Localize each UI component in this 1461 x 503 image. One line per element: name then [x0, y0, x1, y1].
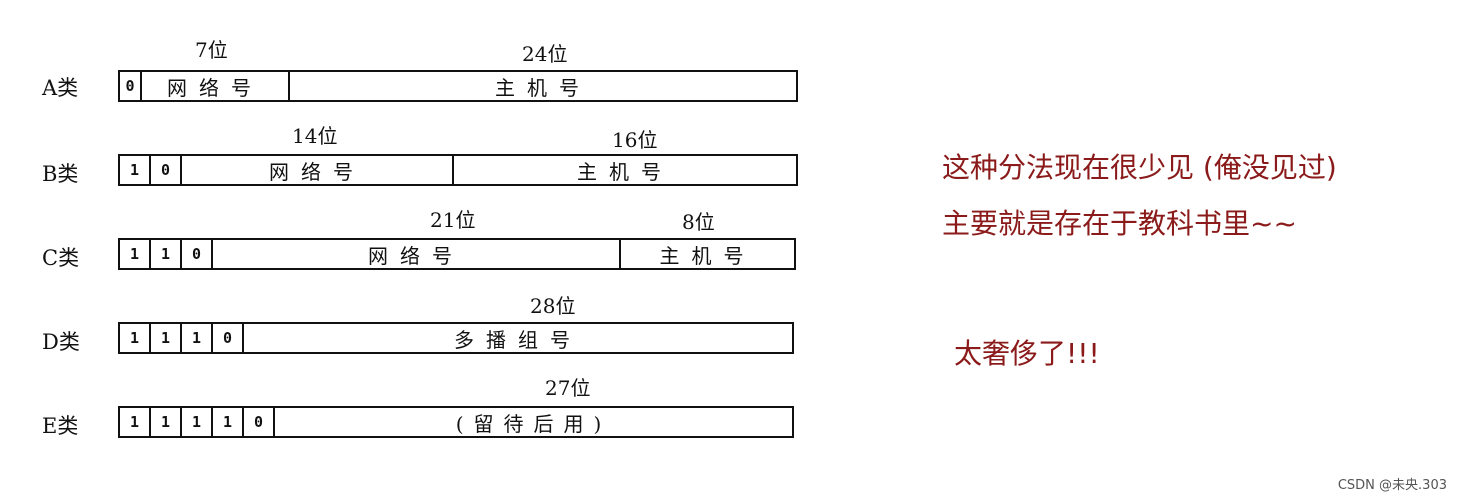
prefix-bit: 1	[151, 324, 182, 352]
class-d-label: D类	[42, 330, 80, 354]
prefix-bit: 0	[151, 156, 182, 184]
note-line-1: 这种分法现在很少见 (俺没见过)	[942, 151, 1337, 184]
class-c-label: C类	[42, 246, 80, 270]
class-e-label: E类	[42, 414, 79, 438]
prefix-bit: 1	[120, 156, 151, 184]
class-b-bar: 1 0 网络号 主机号	[118, 154, 798, 186]
host-field: 主机号	[577, 159, 673, 184]
prefix-bit: 1	[151, 240, 182, 268]
prefix-bit: 1	[213, 408, 244, 436]
host-field: 主机号	[659, 243, 756, 268]
ip-address-class-diagram: 7位 24位 A类 0 网络号 主机号 14位 16位 B类 1 0 网络号 主…	[0, 34, 900, 450]
class-a-host-bits-label: 24位	[522, 42, 568, 66]
class-b-host-bits-label: 16位	[612, 128, 658, 152]
reserved-field: (留待后用)	[455, 411, 612, 436]
prefix-bit: 0	[182, 240, 213, 268]
prefix-bit: 1	[120, 240, 151, 268]
network-field: 网络号	[182, 156, 454, 184]
class-c-bar: 1 1 0 网络号 主机号	[118, 238, 796, 270]
note-line-3: 太奢侈了!!!	[954, 337, 1100, 370]
class-b-network-bits-label: 14位	[292, 124, 338, 148]
prefix-bit: 1	[120, 408, 151, 436]
network-field: 网络号	[213, 240, 621, 268]
class-c-network-bits-label: 21位	[430, 208, 476, 232]
class-b-row: 14位 16位 B类 1 0 网络号 主机号	[0, 118, 900, 198]
class-b-label: B类	[42, 162, 79, 186]
prefix-bit: 1	[182, 408, 213, 436]
prefix-bit: 1	[120, 324, 151, 352]
class-e-bar: 1 1 1 1 0 (留待后用)	[118, 406, 794, 438]
prefix-bit: 0	[244, 408, 275, 436]
prefix-bit: 1	[182, 324, 213, 352]
class-a-network-bits-label: 7位	[195, 38, 228, 62]
prefix-bit: 1	[151, 408, 182, 436]
class-d-bar: 1 1 1 0 多播组号	[118, 322, 794, 354]
class-e-bits-label: 27位	[545, 376, 591, 400]
watermark: CSDN @未央.303	[1337, 478, 1447, 493]
class-d-row: 28位 D类 1 1 1 0 多播组号	[0, 286, 900, 366]
class-d-bits-label: 28位	[530, 294, 576, 318]
multicast-group-field: 多播组号	[454, 327, 582, 352]
network-field: 网络号	[142, 72, 290, 100]
class-e-row: 27位 E类 1 1 1 1 0 (留待后用)	[0, 370, 900, 450]
class-c-host-bits-label: 8位	[682, 210, 715, 234]
note-line-2: 主要就是存在于教科书里~~	[942, 207, 1297, 240]
class-a-label: A类	[42, 76, 79, 100]
class-a-bar: 0 网络号 主机号	[118, 70, 798, 102]
prefix-bit: 0	[213, 324, 244, 352]
host-field: 主机号	[495, 75, 591, 100]
class-c-row: 21位 8位 C类 1 1 0 网络号 主机号	[0, 202, 900, 282]
prefix-bit: 0	[120, 72, 142, 100]
class-a-row: 7位 24位 A类 0 网络号 主机号	[0, 34, 900, 114]
